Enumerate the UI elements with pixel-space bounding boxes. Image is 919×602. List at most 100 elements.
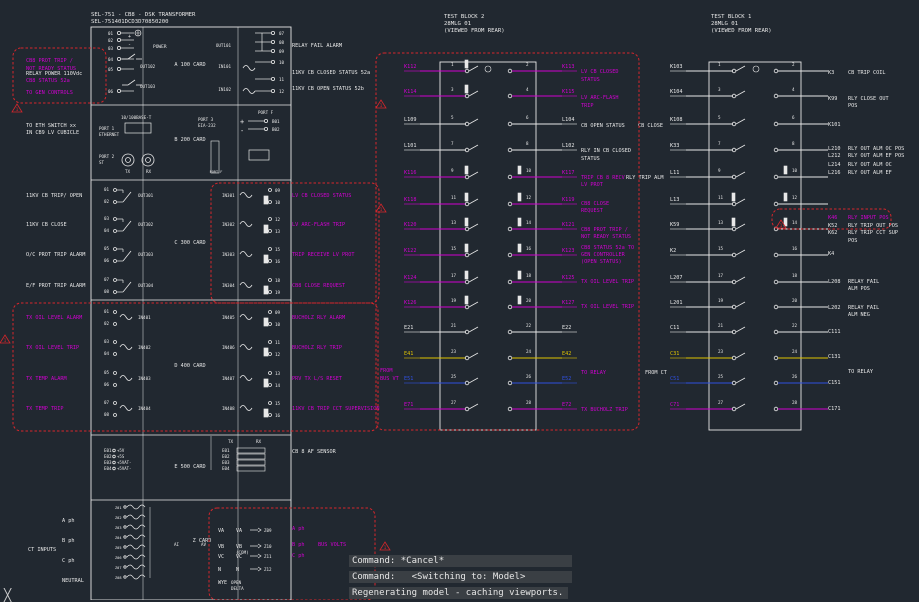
ct-phase-label: B ph — [62, 538, 75, 544]
tb1-desc: RLY TRIP OUT POS — [848, 223, 898, 229]
tb2-right-ref: E42 — [562, 351, 571, 357]
terminal — [731, 380, 737, 386]
v-term-label: N — [218, 567, 221, 573]
tb1-left-ref: K2 — [670, 248, 676, 254]
terminal — [113, 290, 117, 294]
tb1-desc: POS — [848, 103, 857, 109]
input-coil-icon — [242, 88, 256, 94]
tb2-right-ref: L102 — [562, 143, 575, 149]
terminal — [112, 454, 116, 459]
af-sensor-label: CB 8 AF SENSOR — [292, 449, 337, 455]
tb1-num-left: 19 — [718, 298, 724, 303]
tb2-num-left: 19 — [451, 298, 457, 303]
shorting-bar — [783, 192, 788, 202]
tb2-left-ref: K112 — [404, 64, 417, 70]
input-coil-icon — [119, 344, 133, 350]
input-coil-icon — [239, 344, 253, 350]
pin-z: Z08 — [115, 576, 122, 580]
shorting-bar — [783, 217, 788, 227]
terminal — [464, 252, 470, 258]
terminal — [123, 575, 127, 579]
tb1-desc: RLY INPUT POS — [848, 215, 889, 221]
tb1-num-left: 3 — [718, 87, 721, 92]
device-part-number: SEL-751401DCD3D70850200 — [91, 19, 168, 25]
terminal — [112, 448, 116, 453]
tb2-num-right: 4 — [526, 87, 529, 92]
tb2-left-ref: L109 — [404, 117, 417, 123]
tb2-ground-icon — [484, 65, 492, 73]
pin-d: 01 — [104, 309, 110, 314]
tb1-right-ref: L212 — [828, 153, 841, 159]
contact-block — [263, 224, 269, 234]
tb1-right-ref: C111 — [828, 329, 841, 335]
pin-b02: B02 — [272, 127, 280, 132]
sig-e: +5V — [117, 448, 125, 453]
terminal — [464, 147, 470, 153]
terminal — [270, 30, 275, 35]
test-link — [735, 118, 746, 125]
tb2-num-left: 11 — [451, 195, 457, 200]
e-tx: TX — [228, 439, 234, 444]
tb1-left-ref: C71 — [670, 402, 679, 408]
tb2-desc: (OPEN STATUS) — [581, 259, 622, 265]
terminal — [113, 401, 117, 405]
tb1-num-left: 23 — [718, 349, 724, 354]
terminal — [507, 121, 513, 127]
terminal — [117, 67, 122, 72]
shorting-bar — [517, 217, 522, 227]
pin-a-left: 04 — [108, 57, 114, 62]
terminal — [773, 121, 779, 127]
fiber-rx-icon — [141, 153, 155, 167]
pin-d-right: 15 — [275, 401, 281, 406]
tb1-desc: RLY TRIP CCT SUP — [848, 230, 898, 236]
pin-c-right: 18 — [275, 278, 281, 283]
tb2-right-ref: E22 — [562, 325, 571, 331]
pin-c: 08 — [104, 289, 110, 294]
tb2-left-ref: K124 — [404, 275, 417, 281]
tb2-num-right: 10 — [526, 168, 532, 173]
tb2-left-ref: K116 — [404, 170, 417, 176]
test-link — [735, 403, 746, 410]
device-title: SEL-751 - CB8 - DSK TRANSFORMER — [91, 12, 196, 18]
irig-plus: + — [240, 118, 244, 126]
tb1-num-right: 18 — [792, 273, 798, 278]
input-coil-icon — [239, 192, 253, 198]
terminal — [263, 119, 268, 124]
to-eth-switch: TO ETH SWITCH xx — [26, 123, 76, 129]
terminal — [773, 304, 779, 310]
tb2-num-left: 3 — [451, 87, 454, 92]
revision-triangle-c — [375, 203, 387, 213]
input-coil-icon — [239, 375, 253, 381]
tb1-left-ref: C11 — [670, 325, 679, 331]
card-label-z: Z CARD — [193, 538, 212, 544]
test-link — [735, 223, 746, 230]
tb1-right-ref: K46 — [828, 215, 837, 221]
sig-e: +5VAT- — [117, 466, 131, 471]
tb1-num-right: 22 — [792, 323, 798, 328]
tb1-left-ref: L201 — [670, 300, 683, 306]
tb2-desc: GEN CONTROLLER — [581, 252, 626, 258]
out-c: OUT304 — [138, 283, 154, 288]
tb2-left-ref: K122 — [404, 248, 417, 254]
d-card-left: TX TEMP TRIP — [26, 406, 63, 412]
terminal — [731, 174, 737, 180]
portf-vertical: PORT F — [210, 170, 223, 174]
terminal — [773, 355, 779, 361]
tb2-desc: LV PROT — [581, 182, 603, 188]
input-coil-icon — [239, 251, 253, 257]
tb1-num-right: 24 — [792, 349, 798, 354]
terminal — [464, 380, 470, 386]
terminal — [507, 174, 513, 180]
tb1-right-ref: L216 — [828, 170, 841, 176]
e-rx: RX — [256, 439, 262, 444]
c-card-right-label: LV CB CLOSED STATUS — [292, 193, 351, 199]
tb1-num-right: 20 — [792, 298, 798, 303]
not-ready-status: NOT READY STATUS — [26, 66, 76, 72]
terminal — [773, 93, 779, 99]
pin-c: 02 — [104, 199, 110, 204]
pin-d: 05 — [104, 370, 110, 375]
v-term-label-2: VB — [236, 544, 242, 550]
terminal — [268, 217, 272, 221]
terminal — [731, 121, 737, 127]
